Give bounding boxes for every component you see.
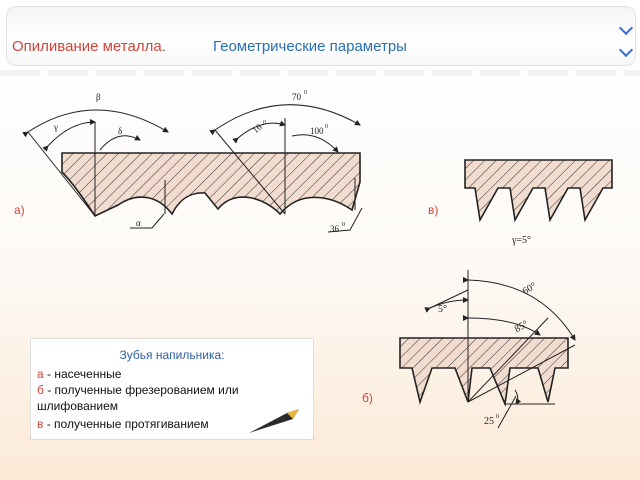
- legend-item: в - полученные протягиванием: [37, 417, 209, 431]
- legend-box: Зубья напильника: а - насеченные б - пол…: [30, 338, 314, 440]
- figure-b-teeth: [399, 337, 569, 408]
- figure-v-caption: γ=5°: [511, 235, 531, 246]
- title-bar: [6, 6, 636, 66]
- degree-mark: 0: [342, 222, 345, 228]
- degree-mark: 0: [496, 414, 499, 420]
- legend-title: Зубья напильника:: [119, 348, 225, 362]
- label-36: 36: [330, 224, 340, 234]
- figure-a-label: а): [14, 203, 25, 217]
- figure-a: β γ δ α 70 0 16 0 100 0 36 0 а): [14, 90, 363, 234]
- legend-item: б - полученные фрезерованием или: [37, 383, 239, 397]
- figure-v-teeth: [464, 159, 613, 223]
- label-alpha: α: [136, 218, 141, 228]
- figure-a-teeth: [61, 152, 361, 218]
- page-title: Опиливание металла.: [12, 38, 166, 55]
- figure-b: 5° 60° 85° 25 0 б): [362, 270, 576, 429]
- label-gamma: γ: [53, 122, 58, 132]
- degree-mark: 0: [325, 124, 328, 130]
- degree-mark: 0: [263, 120, 266, 126]
- page-subtitle: Геометрические параметры: [213, 38, 407, 55]
- label-16: 16: [250, 121, 264, 135]
- label-delta: δ: [118, 126, 122, 136]
- pen-icon: [249, 409, 299, 433]
- label-85: 85°: [513, 319, 531, 336]
- label-60: 60°: [521, 281, 539, 298]
- label-beta: β: [96, 92, 101, 102]
- figure-b-label: б): [362, 391, 373, 405]
- faint-divider: [0, 70, 640, 76]
- legend-item: а - насеченные: [37, 367, 122, 381]
- degree-mark: 0: [304, 90, 307, 96]
- figure-v-label: в): [428, 203, 438, 217]
- label-5: 5°: [438, 304, 447, 315]
- figure-v: γ=5° в): [428, 159, 613, 246]
- legend-item: шлифованием: [37, 399, 119, 413]
- label-100: 100: [310, 126, 324, 136]
- label-25: 25: [484, 416, 494, 427]
- label-70: 70: [292, 92, 302, 102]
